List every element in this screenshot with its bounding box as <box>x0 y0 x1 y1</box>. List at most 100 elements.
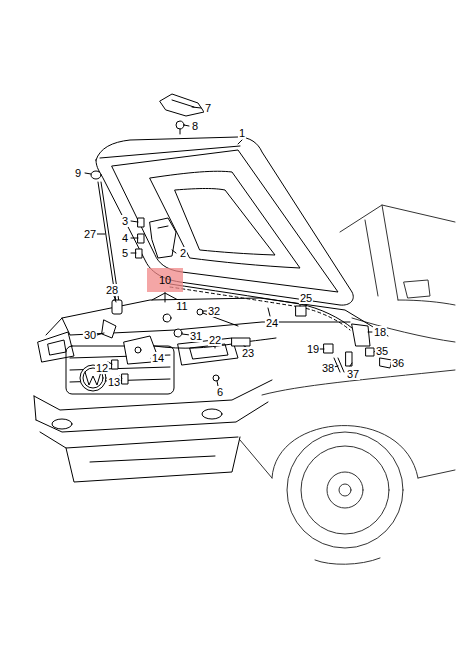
line-art <box>131 238 138 239</box>
line-art <box>346 352 352 366</box>
line-art <box>174 329 182 337</box>
line-art <box>268 308 270 316</box>
line-art <box>213 375 219 381</box>
line-art <box>91 171 101 179</box>
line-art <box>136 249 142 258</box>
callout-number: 24 <box>265 317 279 329</box>
line-art <box>163 314 171 322</box>
line-art <box>102 320 116 338</box>
callout-number: 37 <box>346 368 360 380</box>
callout-number: 23 <box>241 347 255 359</box>
line-art <box>150 171 300 268</box>
line-art <box>100 146 240 158</box>
line-art <box>404 280 430 298</box>
callout-number: 19 <box>306 343 320 355</box>
line-art <box>202 409 222 419</box>
line-art <box>112 360 118 369</box>
line-art <box>160 94 204 116</box>
line-art <box>180 129 181 134</box>
callout-number: 11 <box>175 300 188 312</box>
line-art <box>238 140 242 144</box>
line-art <box>172 250 176 253</box>
line-art <box>96 137 353 305</box>
line-art <box>170 284 352 328</box>
line-art <box>34 380 272 410</box>
line-art <box>327 472 363 508</box>
line-art <box>215 346 216 348</box>
line-art <box>152 293 178 302</box>
callout-number: 10 <box>158 274 172 286</box>
line-art <box>122 374 128 384</box>
callout-number: 18 <box>373 326 387 338</box>
callout-number: 25 <box>299 292 313 304</box>
line-art <box>366 348 374 356</box>
line-art <box>368 332 372 333</box>
line-art <box>131 253 136 254</box>
line-art <box>85 173 91 174</box>
callout-number: 35 <box>375 345 389 357</box>
line-art <box>365 220 378 296</box>
callout-number: 4 <box>121 232 129 244</box>
callout-number: 38 <box>321 362 335 374</box>
line-art <box>232 338 250 346</box>
line-art <box>66 346 174 394</box>
callout-number: 36 <box>391 357 405 369</box>
callout-number: 5 <box>121 247 129 259</box>
callout-number: 1 <box>238 127 246 139</box>
highlight <box>147 268 183 302</box>
callout-number: 2 <box>179 247 187 259</box>
line-art <box>398 300 455 305</box>
line-art <box>138 218 144 227</box>
front-end <box>34 298 388 482</box>
line-art <box>40 432 238 448</box>
line-art <box>192 107 201 108</box>
line-art <box>147 268 183 292</box>
line-art <box>184 125 189 126</box>
line-art <box>112 150 338 292</box>
line-art <box>324 344 333 353</box>
line-art <box>175 189 275 256</box>
callout-number: 8 <box>191 120 199 132</box>
callout-number: 9 <box>74 167 82 179</box>
line-art <box>114 296 116 302</box>
line-art <box>158 226 168 228</box>
line-art <box>138 234 144 243</box>
line-art <box>315 558 380 564</box>
hood-panel <box>96 137 353 305</box>
lock-carrier-bracket <box>136 218 176 258</box>
line-art <box>66 437 240 482</box>
callout-number: 27 <box>83 228 97 240</box>
line-art <box>90 456 215 462</box>
line-art <box>170 287 350 330</box>
line-art <box>190 344 228 359</box>
line-art <box>340 205 455 232</box>
line-art <box>34 396 36 420</box>
callout-number: 22 <box>208 334 222 346</box>
line-art <box>172 100 194 107</box>
callout-number: 13 <box>107 376 121 388</box>
line-art <box>36 402 268 432</box>
line-art <box>418 470 455 478</box>
hood-latch <box>112 314 219 384</box>
callout-number: 31 <box>189 330 203 342</box>
line-art <box>97 234 105 235</box>
callout-number: 12 <box>95 362 109 374</box>
line-art <box>150 218 176 258</box>
line-art <box>131 221 138 222</box>
callout-number: 6 <box>216 386 224 398</box>
line-art <box>350 363 352 366</box>
callout-number: 7 <box>204 102 212 114</box>
callout-number: 32 <box>207 305 221 317</box>
line-art <box>135 347 141 353</box>
callout-number: 28 <box>105 284 119 296</box>
callout-number: 30 <box>83 329 97 341</box>
release-cable <box>154 284 392 372</box>
leader-lines <box>85 107 392 386</box>
line-art <box>197 309 203 315</box>
line-art <box>48 340 66 355</box>
line-art <box>301 446 389 534</box>
line-art <box>272 425 418 478</box>
line-art <box>101 182 119 302</box>
